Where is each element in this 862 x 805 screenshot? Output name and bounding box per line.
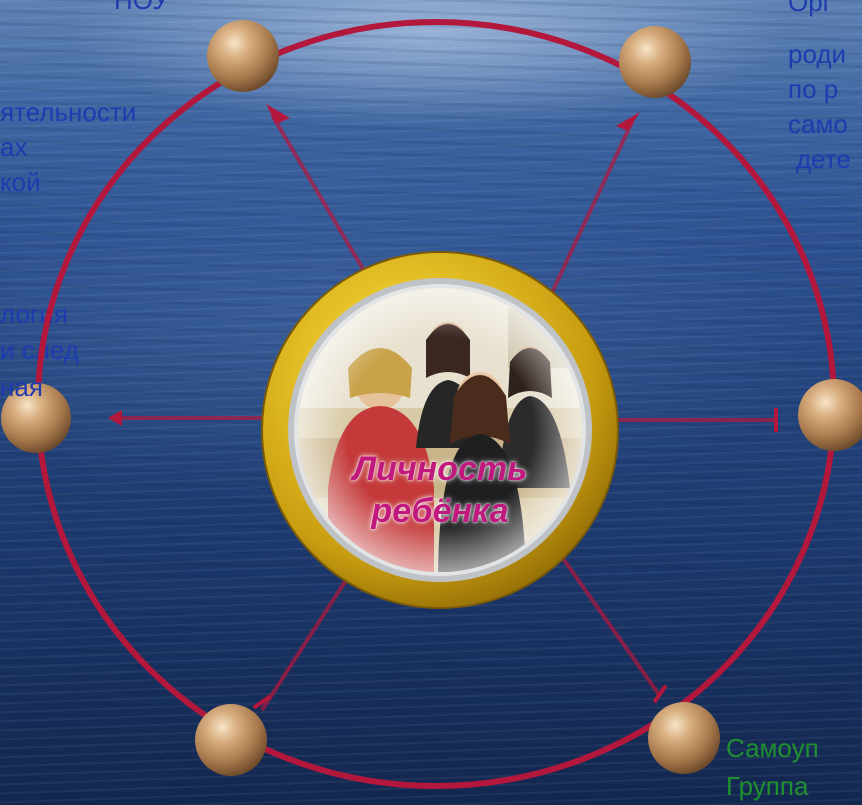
arrowhead-bottom-left	[252, 694, 272, 710]
left-text-line-1: ятельности	[0, 97, 137, 127]
center-label: Личность ребёнка	[300, 448, 580, 532]
spoke-top-right	[538, 121, 634, 319]
left-text-line-2: ах	[0, 132, 28, 162]
left-text-line-0: НОУ	[114, 0, 169, 15]
right-text-line-0: Орг	[788, 0, 833, 17]
arrowhead-right	[774, 408, 778, 432]
node-bottom-left	[195, 704, 267, 776]
center-label-line-2: ребёнка	[371, 492, 509, 530]
center-label-line-1: Личность	[352, 450, 528, 488]
bottom-right-text-line-0: Самоуп	[726, 733, 819, 763]
arrowhead-bottom-right	[652, 684, 668, 704]
left-text-line-6: ная	[0, 372, 43, 402]
bottom-right-text-line-1: Группа	[726, 771, 809, 801]
right-text-line-3: само	[788, 109, 848, 139]
right-text-line-1: роди	[788, 39, 847, 69]
center-photo	[298, 288, 582, 572]
left-text-line-4: логия	[0, 299, 69, 329]
arrowhead-top-left	[266, 104, 290, 124]
node-left	[1, 383, 71, 453]
left-text-line-3: кой	[0, 167, 41, 197]
right-text-line-4: дете	[796, 144, 851, 174]
group-photo-image	[298, 288, 582, 572]
node-top-right	[619, 26, 691, 98]
arrowhead-top-right	[616, 112, 640, 131]
right-text-line-2: по р	[788, 74, 839, 104]
node-right	[798, 379, 862, 451]
node-bottom-right	[648, 702, 720, 774]
arrowhead-left	[108, 410, 122, 426]
node-top-left	[207, 20, 279, 92]
